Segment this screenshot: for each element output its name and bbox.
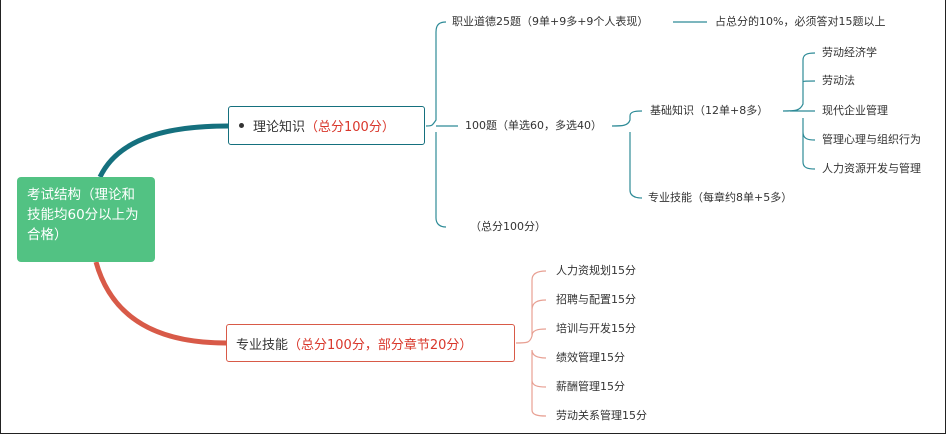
connector-basic-bracket xyxy=(782,52,816,170)
connector-skills-bracket xyxy=(515,270,547,417)
theory-node[interactable]: 理论知识 （总分100分） xyxy=(228,106,425,145)
basic-item[interactable]: 劳动法 xyxy=(822,74,855,87)
bullet-icon xyxy=(239,123,244,128)
skill-item[interactable]: 绩效管理15分 xyxy=(556,351,625,364)
basic-item[interactable]: 现代企业管理 xyxy=(822,104,888,117)
skill-item[interactable]: 薪酬管理15分 xyxy=(556,380,625,393)
theory-total-node[interactable]: （总分100分） xyxy=(470,220,546,233)
root-label: 考试结构（理论和技能均60分以上为合格） xyxy=(27,187,139,243)
skills-label: 专业技能 xyxy=(236,337,289,353)
basic-item[interactable]: 人力资源开发与管理 xyxy=(822,162,921,175)
basic-item[interactable]: 管理心理与组织行为 xyxy=(822,133,921,146)
root-node[interactable]: 考试结构（理论和技能均60分以上为合格） xyxy=(17,177,155,262)
skill-item[interactable]: 招聘与配置15分 xyxy=(556,293,636,306)
basic-knowledge-node[interactable]: 基础知识（12单+8多） xyxy=(650,104,769,117)
theory-score: （总分100分） xyxy=(305,120,395,135)
skill-item[interactable]: 培训与开发15分 xyxy=(556,322,636,335)
connector-root-skills xyxy=(93,261,227,346)
skills-node[interactable]: 专业技能 （总分100分，部分章节20分） xyxy=(226,324,515,362)
connector-root-theory xyxy=(97,123,229,179)
ethics-note-node[interactable]: 占总分的10%，必须答对15题以上 xyxy=(715,15,886,28)
skills-score: （总分100分，部分章节20分） xyxy=(288,337,473,353)
skill-item[interactable]: 劳动关系管理15分 xyxy=(556,409,647,422)
pro-skill-sub-node[interactable]: 专业技能（每章约8单+5多） xyxy=(648,191,793,204)
skill-item[interactable]: 人力资规划15分 xyxy=(556,264,636,277)
basic-item[interactable]: 劳动经济学 xyxy=(822,46,877,59)
theory-label: 理论知识 xyxy=(253,120,306,135)
ethics-node[interactable]: 职业道德25题（9单+9多+9个人表现） xyxy=(452,15,649,28)
connector-theory-bracket xyxy=(425,21,458,228)
questions-node[interactable]: 100题（单选60，多选40） xyxy=(465,119,602,132)
connector-questions-bracket xyxy=(611,110,643,199)
